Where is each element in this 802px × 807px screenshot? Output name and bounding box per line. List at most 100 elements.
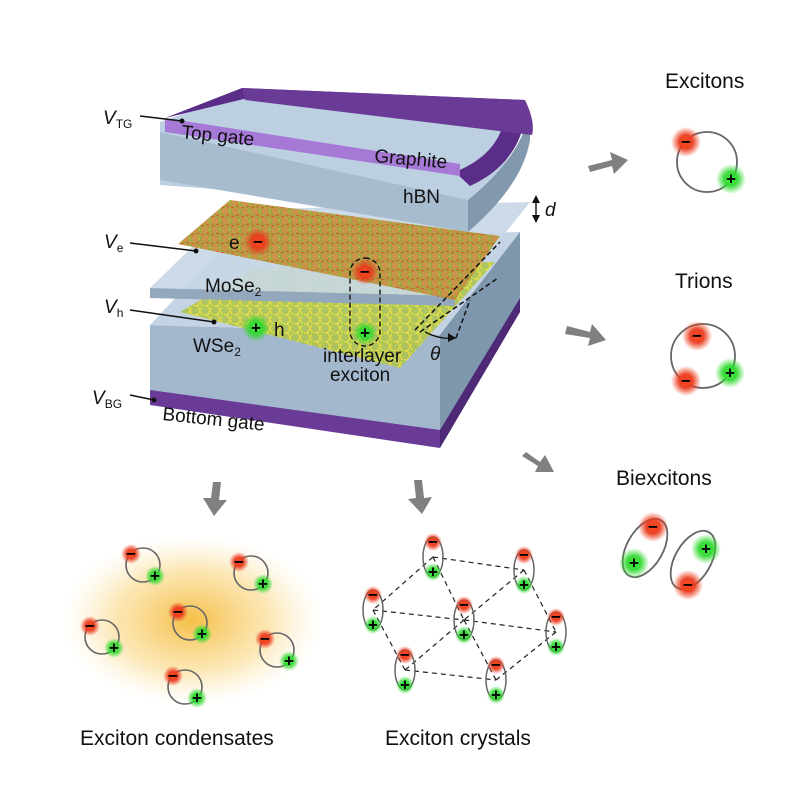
top-gate-front-face — [165, 118, 460, 176]
condensate-orbit — [84, 619, 120, 655]
crystal-exciton: −+ — [513, 546, 535, 595]
condensate-exciton: −+ — [229, 552, 273, 594]
trion-electron-1-sign: − — [692, 327, 702, 346]
condensate-electron-sign: − — [126, 545, 136, 564]
hole-charge — [242, 314, 270, 342]
condensate-electron — [80, 616, 100, 636]
arrow-to-crystals — [408, 480, 432, 514]
lattice-bond — [404, 669, 497, 681]
arrow-to-condensates — [203, 482, 227, 516]
d-arrow-head-up — [532, 195, 540, 203]
condensate-orbit — [167, 669, 203, 705]
crystal-hole — [455, 626, 473, 644]
hole-charge-sign: + — [251, 319, 261, 338]
crystal-electron-sign: − — [368, 586, 378, 605]
exciton-orbit — [676, 131, 738, 193]
condensate-orbit — [125, 547, 161, 583]
h-label: h — [274, 320, 285, 341]
lattice-bond — [463, 569, 525, 621]
condensate-exciton: −+ — [80, 616, 124, 658]
condensate-electron — [229, 552, 249, 572]
condensate-exciton: −+ — [163, 666, 207, 708]
trion-electron-2 — [671, 366, 701, 396]
crystals-panel: −+−+−+−+−+−+−+ Exciton crystals — [362, 533, 567, 750]
biexciton-electron-2-sign: − — [683, 576, 693, 595]
condensate-orbit — [172, 605, 208, 641]
interlayer-hole-sign: + — [360, 324, 370, 343]
vh-label: Vh — [104, 297, 123, 320]
mose2-sheet — [178, 200, 500, 300]
crystal-electron — [424, 533, 442, 551]
vbg-leader — [129, 394, 155, 401]
interlayer-exciton-outline — [349, 257, 381, 347]
lattice-bond — [432, 556, 525, 571]
theta-arrowhead — [448, 333, 456, 342]
e-label: e — [229, 233, 240, 254]
condensates-panel: −+−+−+−+−+−+ Exciton condensates — [62, 535, 322, 750]
crystal-electron — [396, 646, 414, 664]
crystal-electron-sign: − — [491, 656, 501, 675]
lattice-bond — [372, 609, 465, 621]
exciton-electron — [671, 127, 701, 157]
condensate-hole-sign: + — [192, 689, 202, 708]
condensate-orbit — [259, 632, 295, 668]
hbn-label: hBN — [403, 187, 440, 208]
arrow-to-excitons — [588, 152, 628, 174]
condensate-electron — [121, 544, 141, 564]
trions-title: Trions — [675, 270, 733, 293]
theta-line-1 — [414, 241, 501, 331]
interlayer-electron — [352, 259, 378, 285]
condensate-hole — [187, 688, 207, 708]
arrows — [203, 152, 628, 516]
condensate-hole-sign: + — [284, 652, 294, 671]
crystal-exciton: −+ — [362, 586, 384, 635]
condensate-exciton: −+ — [168, 602, 212, 644]
ve-label: Ve — [104, 232, 124, 255]
biexciton-hole-2 — [619, 548, 649, 578]
crystal-hole — [396, 676, 414, 694]
d-arrow-head-down — [532, 215, 540, 223]
crystal-hole — [364, 616, 382, 634]
condensate-electron — [163, 666, 183, 686]
crystal-hole-sign: + — [400, 676, 410, 695]
crystal-hole-sign: + — [551, 638, 561, 657]
exciton-hole-sign: + — [726, 170, 736, 189]
crystal-exciton: −+ — [394, 646, 416, 695]
top-hbn-front-face — [160, 132, 468, 232]
theta-label: θ — [430, 344, 441, 365]
condensate-electron-sign: − — [234, 553, 244, 572]
theta-line-3 — [455, 299, 471, 339]
crystal-hole-sign: + — [428, 563, 438, 582]
condensate-hole-sign: + — [109, 639, 119, 658]
trion-electron-1 — [682, 321, 712, 351]
crystal-electron-sign: − — [428, 533, 438, 552]
biexcitons-panel: Biexcitons − + + − — [616, 467, 721, 600]
crystal-hole — [547, 638, 565, 656]
wse2-label: WSe2 — [193, 336, 241, 359]
lattice-bond — [463, 619, 557, 633]
crystal-exciton: −+ — [545, 608, 567, 657]
ve-dot — [193, 248, 199, 254]
crystal-exciton: −+ — [453, 596, 475, 645]
crystal-hole — [487, 686, 505, 704]
excitons-panel: Excitons − + — [665, 70, 746, 194]
condensate-exciton: −+ — [255, 629, 299, 671]
crystal-pairs: −+−+−+−+−+−+−+ — [362, 533, 567, 705]
crystal-hole-sign: + — [459, 626, 469, 645]
electron-charge-sign: − — [253, 233, 263, 252]
condensate-hole — [192, 624, 212, 644]
device-stack: − + − + VTG Top gate Graphite hBN d Ve e… — [92, 88, 557, 448]
crystal-electron-sign: − — [400, 646, 410, 665]
vbg-label: VBG — [92, 388, 122, 411]
condensate-exciton: −+ — [121, 544, 165, 586]
condensate-orbit — [233, 555, 269, 591]
crystal-electron-sign: − — [459, 596, 469, 615]
arrow-to-biexcitons — [522, 452, 554, 472]
crystal-exciton: −+ — [422, 533, 444, 582]
biexciton-electron-2 — [673, 570, 703, 600]
condensate-hole-sign: + — [197, 625, 207, 644]
biexciton-hole-1 — [691, 534, 721, 564]
condensate-electron — [255, 629, 275, 649]
crystal-exciton: −+ — [485, 656, 507, 705]
